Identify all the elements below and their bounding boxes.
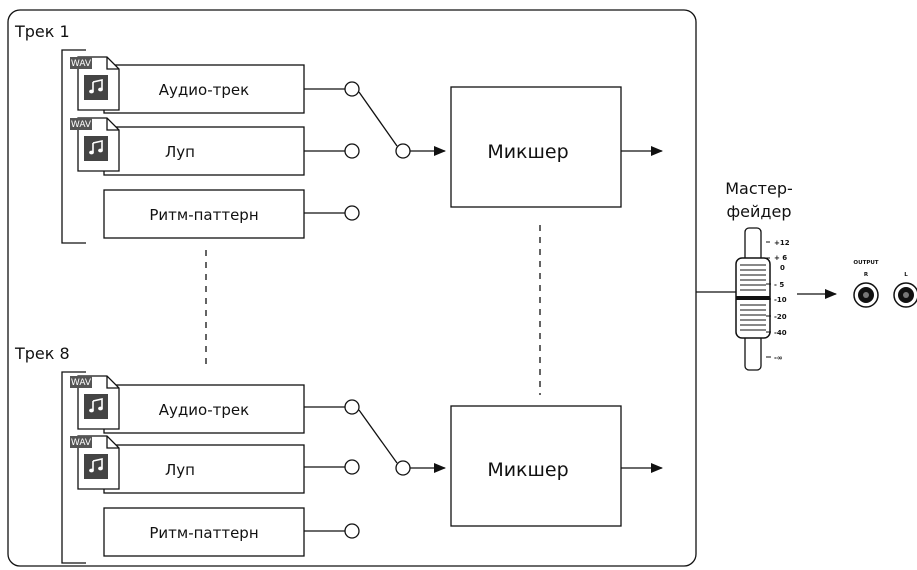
fader-scale: +12 + 6 0 - 5 -10 -20 -40 -∞	[774, 239, 790, 362]
output-jack-label-l: L	[904, 272, 908, 278]
mixer-label: Микшер	[487, 141, 568, 163]
output-jack-label-r: R	[864, 272, 869, 278]
switch-common	[395, 143, 411, 159]
wav-badge: WAV	[71, 378, 92, 388]
loop-label: Луп	[165, 461, 195, 479]
selector-switch-lever	[358, 409, 398, 464]
wav-badge: WAV	[71, 59, 92, 69]
track-area-frame	[7, 9, 697, 567]
group-bracket	[61, 49, 86, 244]
mixer-label: Микшер	[487, 459, 568, 481]
rhythm-pattern-box	[103, 189, 305, 239]
master-fader-label-line2: фейдер	[727, 202, 792, 221]
output-jack-r[interactable]	[853, 282, 879, 308]
scale-label: 0	[780, 264, 785, 272]
output-jack-l[interactable]	[893, 282, 917, 308]
mixer-box	[450, 86, 622, 208]
wav-file-icon: WAV	[70, 56, 120, 111]
master-fader: Мастер- фейдер +12 + 6 0 - 5 -10 -20 -40…	[696, 179, 793, 371]
audio-track-label: Аудио-трек	[159, 401, 249, 419]
switch-contact	[344, 523, 360, 539]
loop-box	[103, 126, 305, 176]
selector-switch-lever	[358, 91, 398, 147]
switch-contact	[344, 81, 360, 97]
switch-contact	[344, 143, 360, 159]
audio-track-label: Аудио-трек	[159, 81, 249, 99]
loop-label: Луп	[165, 143, 195, 161]
fader-knob[interactable]	[735, 257, 771, 339]
output-title: OUTPUT	[853, 260, 878, 266]
switch-common	[395, 460, 411, 476]
group-bracket	[61, 371, 86, 564]
wav-badge: WAV	[71, 438, 92, 448]
switch-contact	[344, 459, 360, 475]
master-fader-label-line1: Мастер-	[725, 179, 793, 198]
switch-contact	[344, 399, 360, 415]
mixer-box	[450, 405, 622, 527]
scale-label: + 6	[774, 254, 787, 262]
output-section: OUTPUT R L	[853, 260, 917, 308]
rhythm-pattern-box	[103, 507, 305, 557]
loop-box	[103, 444, 305, 494]
scale-label: - 5	[774, 281, 784, 289]
scale-label: -∞	[774, 354, 783, 362]
scale-label: -20	[774, 313, 787, 321]
wav-badge: WAV	[71, 120, 92, 130]
rhythm-pattern-label: Ритм-паттерн	[149, 524, 258, 542]
track-group-title: Трек 1	[14, 22, 70, 41]
scale-label: -10	[774, 296, 787, 304]
switch-contact	[344, 205, 360, 221]
wav-file-icon: WAV	[70, 435, 120, 490]
track-group-1: Трек 1 Аудио-трек WAV Луп WAV	[14, 22, 663, 244]
track-group-title: Трек 8	[14, 344, 70, 363]
scale-label: -40	[774, 329, 787, 337]
track-group-8: Трек 8 Аудио-трек WAV Луп WAV	[14, 344, 663, 564]
rhythm-pattern-label: Ритм-паттерн	[149, 206, 258, 224]
wav-file-icon: WAV	[70, 117, 120, 172]
wav-file-icon: WAV	[70, 375, 120, 430]
scale-label: +12	[774, 239, 790, 247]
